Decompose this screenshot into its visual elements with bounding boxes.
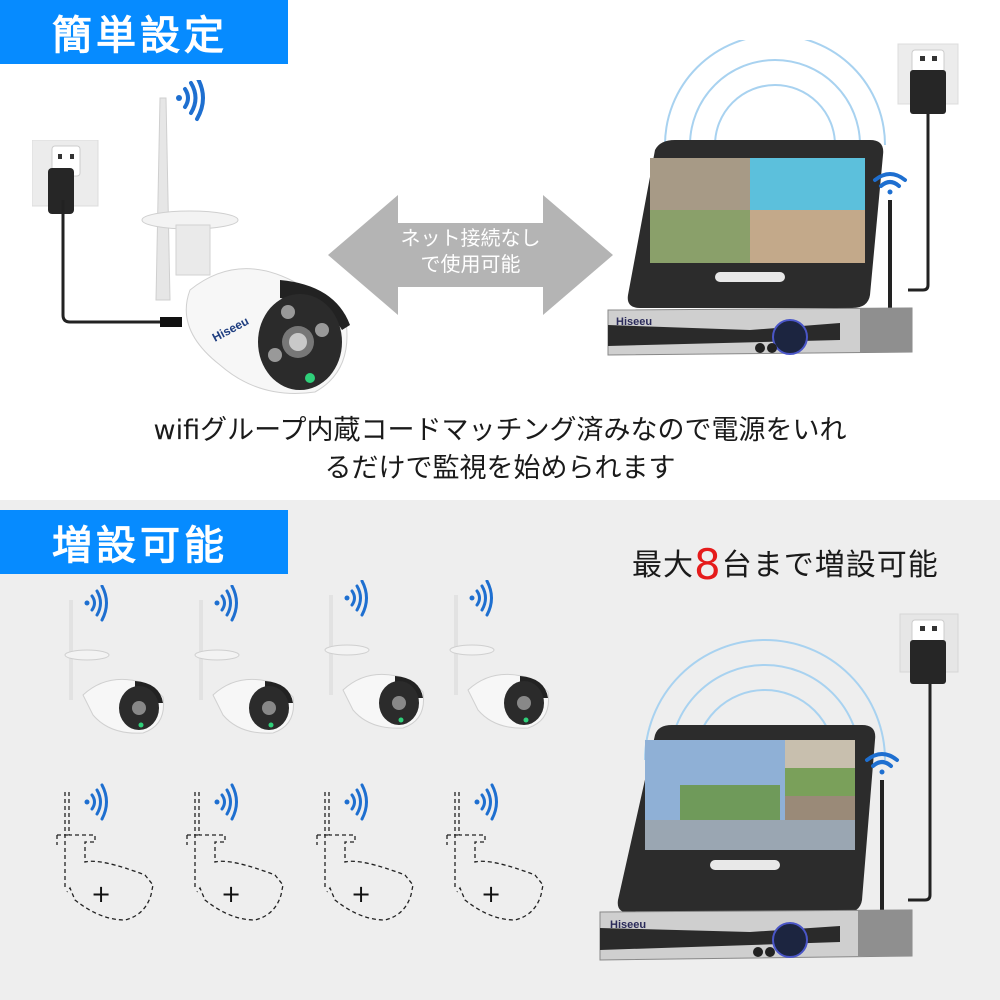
setup-caption: wifiグループ内蔵コードマッチング済みなので電源をいれ るだけで監視を始められ… <box>0 412 1000 488</box>
add-camera-plus: + <box>91 880 112 908</box>
max-camera-count: 8 <box>694 540 722 589</box>
empty-camera-slot-3: + <box>315 780 435 950</box>
power-cable <box>61 200 182 327</box>
no-network-arrow: ネット接続なし で使用可能 <box>328 195 613 315</box>
installed-camera-3 <box>315 579 435 750</box>
empty-camera-slot-1: + <box>55 780 175 950</box>
add-camera-plus: + <box>221 880 242 908</box>
arrow-text-line2: で使用可能 <box>420 252 521 276</box>
easy-setup-section: 簡単設定 Hiseeu <box>0 0 1000 488</box>
max-text-suffix: 台まで増設可能 <box>721 548 939 583</box>
add-camera-plus: + <box>351 880 372 908</box>
empty-camera-slot-4: + <box>445 780 565 950</box>
nvr-monitor-image-2: Hiseeu <box>599 613 959 961</box>
max-cameras-text: 最大8台まで増設可能 <box>632 540 939 589</box>
easy-setup-title: 簡単設定 <box>0 0 288 64</box>
dashed-camera-outline-icon <box>56 783 154 921</box>
dashed-camera-outline-icon <box>316 783 414 921</box>
svg-text:Hiseeu: Hiseeu <box>616 316 652 328</box>
dashed-camera-outline-icon <box>186 783 284 921</box>
expandable-title: 増設可能 <box>0 510 288 574</box>
svg-text:Hiseeu: Hiseeu <box>610 919 646 931</box>
installed-camera-4 <box>440 579 560 750</box>
dashed-camera-outline-icon <box>446 783 544 921</box>
caption-line1: wifiグループ内蔵コードマッチング済みなので電源をいれ <box>153 415 847 446</box>
add-camera-plus: + <box>481 880 502 908</box>
wifi-camera-icon <box>194 584 295 734</box>
caption-line2: るだけで監視を始められます <box>324 453 676 484</box>
expandable-section: 増設可能 最大8台まで増設可能 <box>0 500 1000 1000</box>
nvr-monitor-image: Hiseeu <box>607 40 959 356</box>
arrow-text-line1: ネット接続なし <box>400 226 541 250</box>
wifi-camera-image: Hiseeu <box>141 80 350 394</box>
double-arrow-icon <box>328 195 613 315</box>
max-text-prefix: 最大 <box>632 548 694 583</box>
wifi-camera-icon <box>324 579 425 729</box>
wifi-camera-icon <box>449 579 550 729</box>
wifi-camera-icon <box>64 584 165 734</box>
installed-camera-2 <box>185 584 305 755</box>
empty-camera-slot-2: + <box>185 780 305 950</box>
installed-camera-1 <box>55 584 175 755</box>
wall-outlet-icon <box>32 140 99 214</box>
